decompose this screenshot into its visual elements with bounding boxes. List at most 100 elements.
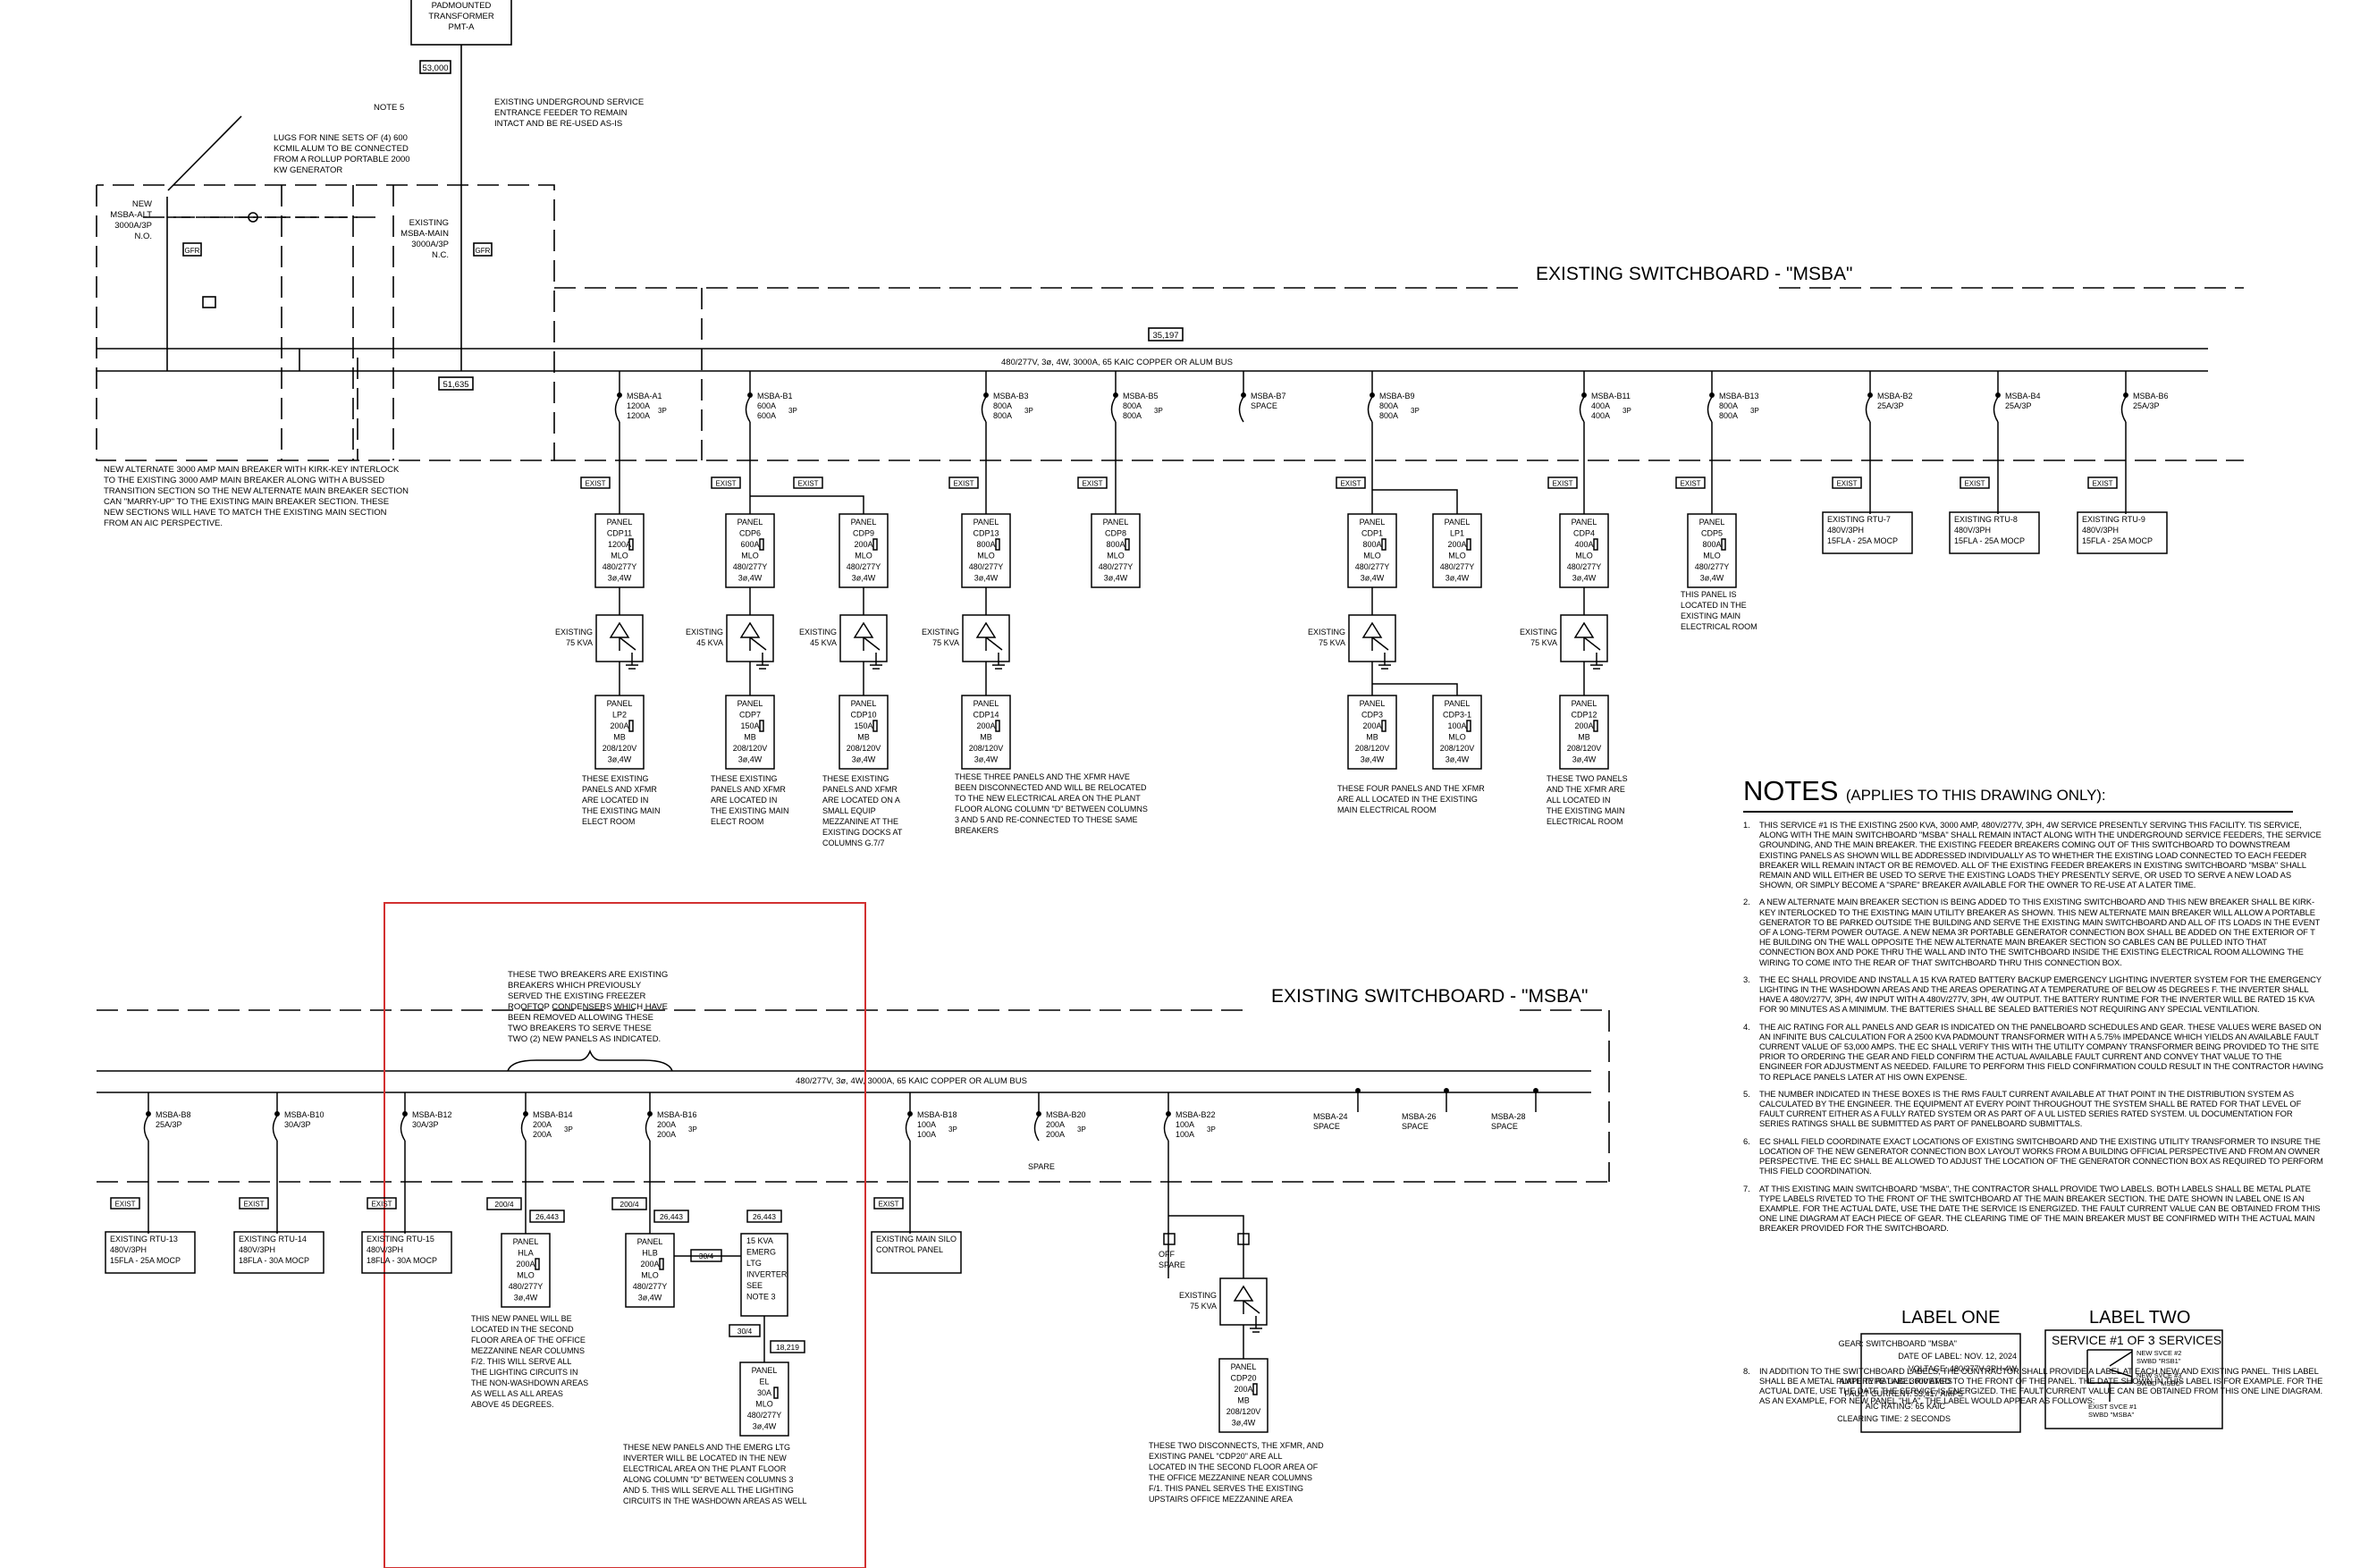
panel-line: MLO (755, 1400, 773, 1409)
fault-tag: 26,443 (753, 1212, 776, 1221)
breaker-poles: 3P (1750, 407, 1759, 415)
panel-box (739, 1361, 789, 1437)
rtu-line: 480V/3PH (1954, 526, 1991, 535)
notes-heading: NOTES (1743, 775, 1839, 806)
panel-line: 3ø,4W (1572, 755, 1597, 764)
rtu-line: 480V/3PH (367, 1245, 403, 1254)
breaker-rating: 800A (1123, 401, 1142, 410)
note-line: ARE LOCATED ON A (822, 796, 900, 805)
exist-tag-box (711, 476, 741, 489)
breaker-frame: 800A (1379, 411, 1398, 420)
exist-tag: EXIST (2092, 480, 2112, 488)
highlight-box (384, 902, 866, 1568)
cdp20-note: F/1. THIS PANEL SERVES THE EXISTING (1149, 1484, 1303, 1493)
exist-tag: EXIST (585, 480, 605, 488)
panel-line: 208/120V (1567, 744, 1602, 753)
breaker-rating: 25A/3P (1877, 401, 1904, 410)
panel-box (961, 695, 1011, 770)
breaker-symbol (400, 1115, 406, 1142)
alt-note-3: TRANSITION SECTION SO THE NEW ALTERNATE … (104, 486, 409, 496)
xfmr-label: EXISTING (686, 628, 723, 636)
xfmr-delta (1233, 1285, 1254, 1302)
panel-line: 150A (740, 721, 759, 730)
exist-tag: EXIST (1964, 480, 1985, 488)
freezer-note-5: BEEN REMOVED ALLOWING THESE (508, 1013, 653, 1023)
exist-tag-box (1077, 476, 1108, 489)
panel-line: LP1 (1450, 529, 1464, 538)
panel-line: 3ø,4W (1446, 574, 1470, 583)
panel-main-device (759, 538, 764, 551)
xfmr-label: EXISTING (555, 628, 593, 636)
rtu-line: 15FLA - 25A MOCP (1827, 536, 1898, 545)
cdp5-note: THIS PANEL IS (1681, 590, 1737, 599)
breaker-node (983, 392, 989, 398)
panel-box (501, 1233, 551, 1308)
breaker-node (1709, 392, 1715, 398)
note-text: EC SHALL FIELD COORDINATE EXACT LOCATION… (1759, 1135, 2323, 1176)
panel-line: MB (1578, 733, 1590, 742)
silo-panel-box (871, 1231, 962, 1274)
note-number: 3. (1743, 974, 1750, 984)
note-3: 3.THE EC SHALL PROVIDE AND INSTALL A 15 … (1743, 974, 2324, 1015)
xfmr-delta (1573, 621, 1595, 638)
breaker-name: MSBA-B3 (993, 392, 1029, 400)
panel-line: CDP20 (1230, 1374, 1256, 1383)
fault-tag-box (486, 1197, 522, 1210)
xfmr-rating: 75 KVA (566, 638, 593, 647)
panel-line: PANEL (1572, 699, 1597, 708)
label-one-ampere: AMPERE RATING: 3000 AMPS (1840, 1377, 1952, 1386)
breaker-poles: 3P (948, 1125, 957, 1134)
hlb-note: CIRCUITS IN THE WASHDOWN AREAS AS WELL (623, 1496, 807, 1505)
panel-line: 3ø,4W (514, 1294, 538, 1302)
label-one-box (1860, 1333, 2021, 1433)
main-breaker-4: N.C. (432, 250, 449, 260)
fault-tag-box (746, 1210, 782, 1223)
note-line: BREAKERS (955, 826, 999, 835)
note-1: 1.THIS SERVICE #1 IS THE EXISTING 2500 K… (1743, 820, 2324, 889)
panel-line: PANEL (1360, 699, 1386, 708)
panel-line: 100A (1447, 721, 1466, 730)
xfmr-label: EXISTING (1179, 1291, 1217, 1300)
exist-tag-box (1675, 476, 1706, 489)
breaker-symbol (981, 396, 987, 423)
transformer-line-1: PADMOUNTED (432, 1, 492, 11)
breaker-symbol (745, 396, 751, 423)
fault-tag: 200/4 (494, 1200, 514, 1209)
panel-line: 400A (1574, 540, 1593, 549)
rtu-line: EXISTING RTU-9 (2082, 515, 2145, 524)
fault-tag-box (611, 1197, 647, 1210)
panel-line: 800A (1362, 540, 1381, 549)
note-line: ELECT ROOM (711, 817, 763, 826)
panel-line: PANEL (1360, 518, 1386, 527)
xfmr-wye (863, 636, 882, 670)
cdp20-note: THESE TWO DISCONNECTS, THE XFMR, AND (1149, 1441, 1324, 1450)
hla-note: THIS NEW PANEL WILL BE (471, 1314, 572, 1323)
note-line: ARE LOCATED IN (582, 796, 648, 805)
inverter-line: NOTE 3 (746, 1293, 776, 1302)
exist-tag-box (110, 1197, 140, 1210)
breaker-rating: 100A (1176, 1120, 1194, 1129)
panel-line: PANEL (607, 518, 633, 527)
panel-main-device (759, 720, 764, 732)
xfmr-wye (1583, 636, 1603, 670)
off-spare: SPARE (1159, 1260, 1185, 1269)
rtu-line: 480V/3PH (2082, 526, 2119, 535)
xfmr-wye (1371, 636, 1391, 670)
panel-line: 3ø,4W (1361, 574, 1385, 583)
breaker-name: MSBA-28 (1491, 1112, 1526, 1121)
panel-line: 480/277Y (1567, 562, 1602, 571)
panel-line: 3ø,4W (608, 755, 632, 764)
note-number: 8. (1743, 1365, 1750, 1376)
panel-line: 3ø,4W (608, 574, 632, 583)
note-line: ELECT ROOM (582, 817, 635, 826)
note-line: THE EXISTING MAIN (1547, 806, 1625, 815)
breaker-node (523, 1111, 528, 1117)
feeder-split (769, 495, 864, 514)
freezer-note-7: TWO (2) NEW PANELS AS INDICATED. (508, 1034, 661, 1044)
panel-box (1218, 1358, 1268, 1433)
panel-main-device (1381, 538, 1386, 551)
fault-tag: 30/4 (699, 1252, 714, 1260)
panel-line: PANEL (1103, 518, 1129, 527)
note-6: 6.EC SHALL FIELD COORDINATE EXACT LOCATI… (1743, 1136, 2324, 1176)
breaker-node (647, 1111, 653, 1117)
